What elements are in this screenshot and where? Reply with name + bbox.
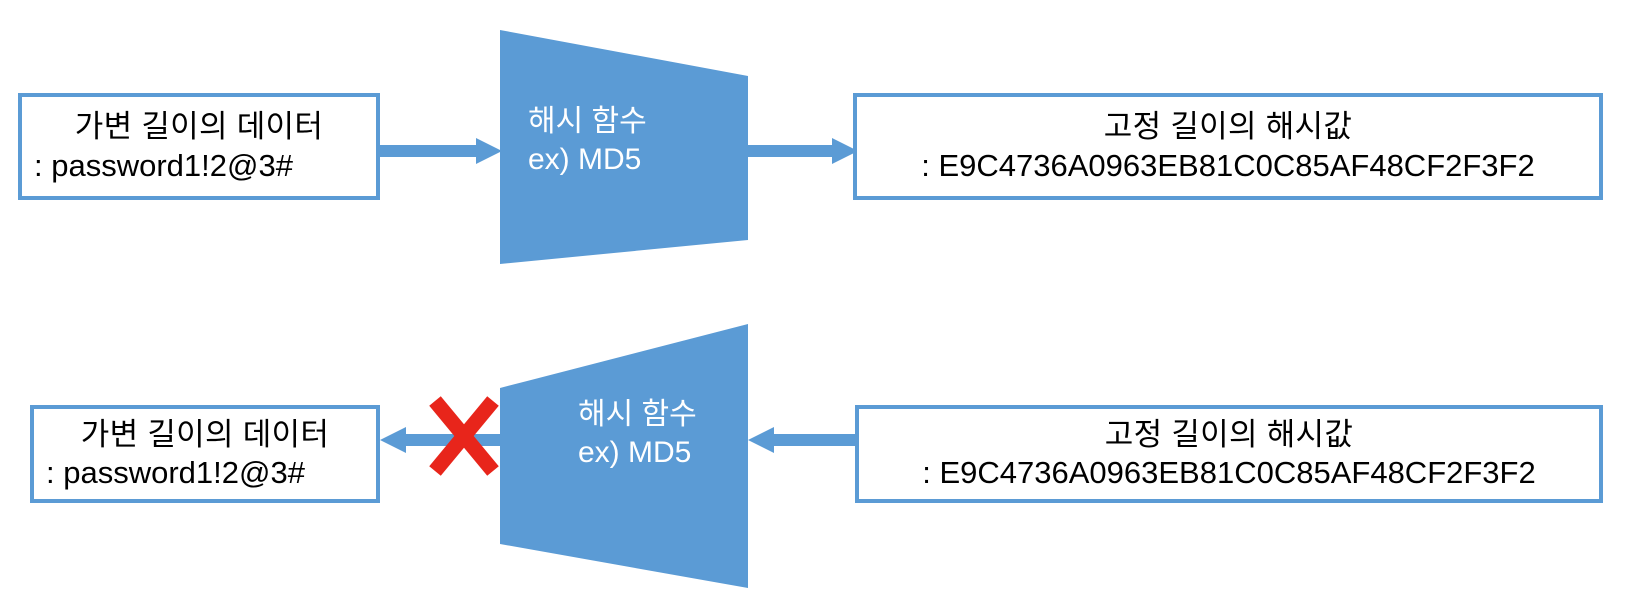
hash-function-shape-top — [498, 28, 750, 268]
fixed-length-hash-box-bottom: 고정 길이의 해시값 : E9C4736A0963EB81C0C85AF48CF… — [855, 405, 1603, 503]
arrow-value-to-hash-reverse — [748, 425, 858, 455]
arrow-data-to-hash — [380, 136, 502, 166]
fixed-length-hash-value-bottom: : E9C4736A0963EB81C0C85AF48CF2F3F2 — [922, 455, 1536, 490]
hash-function-shape-bottom — [498, 322, 750, 590]
fixed-length-hash-value-top: : E9C4736A0963EB81C0C85AF48CF2F3F2 — [921, 147, 1535, 183]
variable-length-data-value-bottom: : password1!2@3# — [46, 455, 305, 490]
fixed-length-hash-title-top: 고정 길이의 해시값 — [1103, 109, 1353, 145]
variable-length-data-box-bottom: 가변 길이의 데이터 : password1!2@3# — [30, 405, 380, 503]
arrow-hash-to-value — [748, 136, 858, 166]
variable-length-data-box-top: 가변 길이의 데이터 : password1!2@3# — [18, 93, 380, 200]
blocked-cross-icon — [424, 390, 504, 482]
fixed-length-hash-box-top: 고정 길이의 해시값 : E9C4736A0963EB81C0C85AF48CF… — [853, 93, 1603, 200]
fixed-length-hash-title-bottom: 고정 길이의 해시값 — [1104, 416, 1354, 452]
variable-length-data-title-bottom: 가변 길이의 데이터 — [80, 416, 330, 452]
variable-length-data-title-top: 가변 길이의 데이터 — [74, 109, 324, 145]
variable-length-data-value-top: : password1!2@3# — [34, 147, 293, 183]
